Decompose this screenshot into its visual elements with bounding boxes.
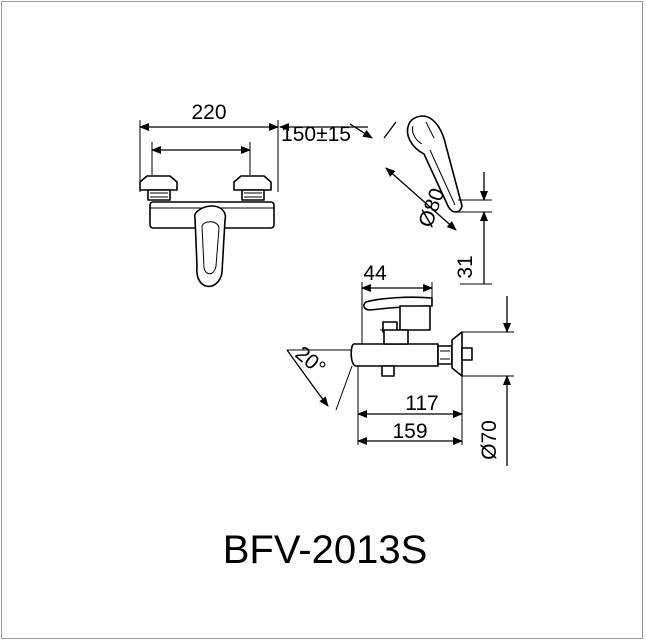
model-title: BFV-2013S [223, 528, 428, 572]
front-view [139, 120, 279, 288]
dim-150: 150±15 [281, 123, 351, 146]
hand-shower-view [279, 115, 492, 285]
dim-44: 44 [363, 262, 387, 285]
dim-159: 159 [392, 420, 427, 443]
dim-31: 31 [454, 255, 477, 278]
dim-20-degrees: 20° [291, 342, 330, 380]
dim-phi-80: Ø80 [414, 185, 449, 230]
dim-phi-70: Ø70 [478, 420, 501, 460]
dim-117: 117 [405, 392, 438, 415]
side-view [286, 282, 514, 466]
dim-220: 220 [191, 101, 226, 124]
